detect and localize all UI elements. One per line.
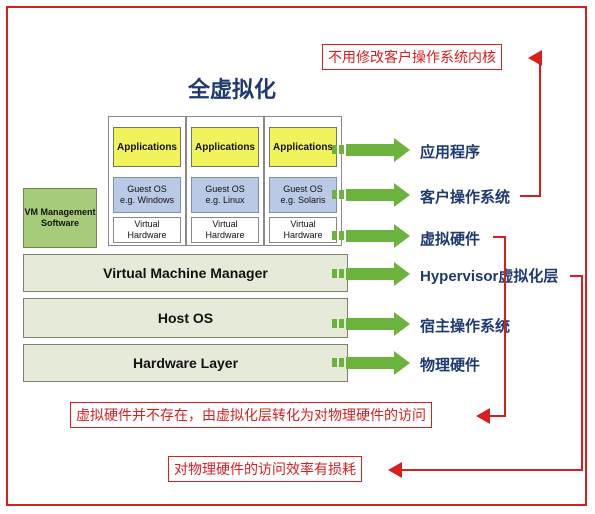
label-guest-os: 客户操作系统 [420,189,511,206]
red-connector-kernel [520,50,542,197]
red-connector-virtual-hardware [476,236,506,424]
note-virtual-hardware: 虚拟硬件并不存在，由虚拟化层转化为对物理硬件的访问 [70,402,432,428]
vm-management-label-1: VM Management [24,207,96,217]
vm-management-label-2: Software [40,218,79,228]
virtual-hardware-label-2: Hardware [127,230,167,240]
note-kernel: 不用修改客户操作系统内核 [322,44,502,70]
guest-os-label: Guest OS [205,184,245,194]
virtual-hardware-label-2: Hardware [283,230,323,240]
label-virtual-hardware: 虚拟硬件 [420,231,481,248]
green-arrow-host-os [332,312,410,336]
label-hypervisor: Hypervisor虚拟化层 [420,268,559,285]
virtual-machine-manager-layer: Virtual Machine Manager [23,254,348,292]
green-arrow-virtual-hardware [332,224,410,248]
applications-box: Applications [269,127,337,167]
virtual-hardware-label-1: Virtual [134,219,160,229]
virtual-hardware-label-2: Hardware [205,230,245,240]
label-host-os: 宿主操作系统 [420,318,511,335]
outer-frame [6,6,587,506]
guest-os-example: e.g. Linux [205,195,245,205]
red-connector-efficiency [388,275,583,478]
note-efficiency: 对物理硬件的访问效率有损耗 [168,456,362,482]
green-arrow-hypervisor [332,262,410,286]
green-arrow-applications [332,138,410,162]
hardware-layer: Hardware Layer [23,344,348,382]
guest-os-label: Guest OS [127,184,167,194]
guest-os-example: e.g. Solaris [280,195,326,205]
label-applications: 应用程序 [420,144,481,161]
label-physical-hardware: 物理硬件 [420,357,481,374]
green-arrow-guest-os [332,183,410,207]
host-os-layer: Host OS [23,298,348,338]
applications-box: Applications [113,127,181,167]
green-arrow-physical-hardware [332,351,410,375]
page-title: 全虚拟化 [188,77,277,102]
virtual-hardware-label-1: Virtual [212,219,238,229]
guest-os-example: e.g. Windows [119,195,175,205]
applications-box: Applications [191,127,259,167]
guest-os-label: Guest OS [283,184,323,194]
virtual-hardware-label-1: Virtual [290,219,316,229]
